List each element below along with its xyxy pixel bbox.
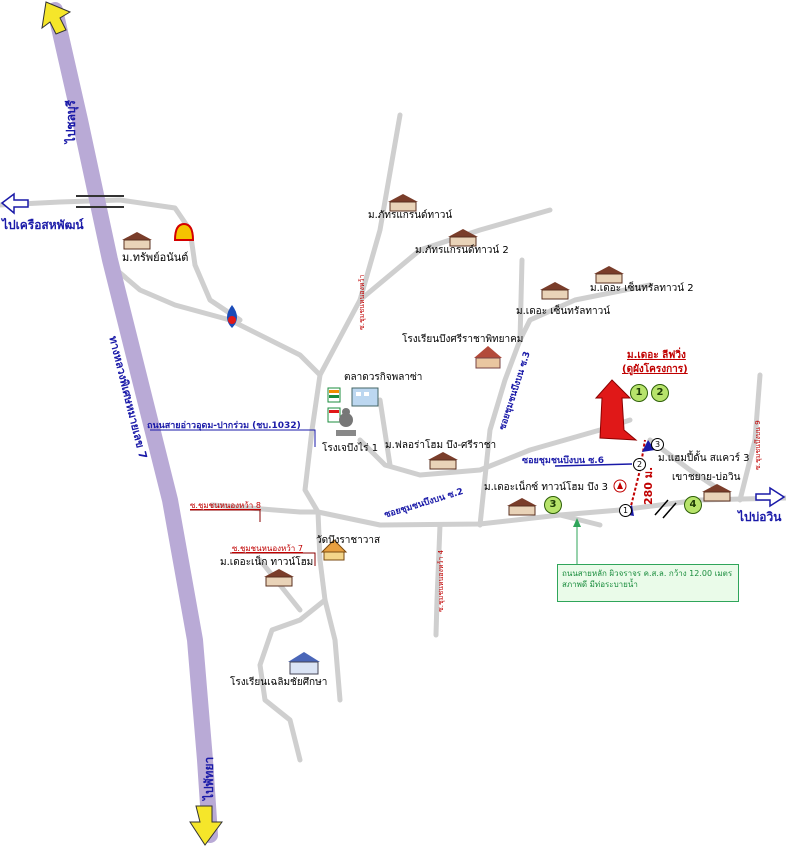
north-arrow-icon xyxy=(41,1,72,35)
marker-2: 2 xyxy=(651,384,669,402)
road-west-link xyxy=(0,197,243,323)
house-pattra2-icon xyxy=(448,229,478,247)
label-wat: วัดบึงราชาวาส xyxy=(316,535,381,546)
label-school-chalerm: โรงเรียนเฉลิมชัยศึกษา xyxy=(230,677,328,688)
marker-4: 4 xyxy=(684,496,702,514)
label-khaoyai: เขาชยาย-บ่อวิน xyxy=(672,472,741,483)
label-central: ม.เดอะ เซ็นทรัลทาวน์ xyxy=(516,306,611,317)
house-central-icon xyxy=(540,282,570,300)
nongwa8-pointer xyxy=(190,509,261,522)
road-chalerm xyxy=(257,597,328,763)
distance-label: 280 ม. xyxy=(642,466,655,505)
road-nw-label: ซ.ชุมชนหนองหว้า xyxy=(358,274,366,330)
road-soi9-label: ซ.ชุมชนบึงบน 9 xyxy=(754,420,762,470)
road-soi9 xyxy=(737,372,763,503)
marker-3: 3 xyxy=(544,496,562,514)
label-pattra2: ม.ภัทรแกรนด์ทาวน์ 2 xyxy=(415,245,509,256)
label-sermsuk: ม.แฮมปี้ดั้น สแควร์ 3 xyxy=(658,453,750,464)
house-next3-icon xyxy=(507,498,537,516)
highway-7 xyxy=(47,2,218,843)
house-nexttown-icon xyxy=(264,569,294,587)
road-sapnun xyxy=(102,257,323,378)
school-chalerm-icon xyxy=(288,652,320,675)
house-pattra1-icon xyxy=(388,194,418,212)
label-next-town: ม.เดอะเน็ก ทาวน์โฮม xyxy=(220,557,314,568)
label-market: ตลาดวรกิจพลาซ่า xyxy=(344,372,423,383)
road-nongwa8-label: ซ.ชุมชนหนองหว้า 8 xyxy=(190,501,261,510)
soi6-pointer xyxy=(554,463,633,467)
project-sub-label: (ดูผังโครงการ) xyxy=(622,364,688,375)
mainroad-pointer xyxy=(150,429,316,447)
road-south-link xyxy=(315,509,328,603)
label-central2: ม.เดอะ เซ็นทรัลทาวน์ 2 xyxy=(590,283,694,294)
label-sapnun: ม.ทรัพย์อนันต์ xyxy=(122,251,189,264)
project-name-label: ม.เดอะ ลีฟวิ่ง xyxy=(627,350,686,361)
road-chalerm-east xyxy=(322,597,343,703)
road-north-1 xyxy=(317,112,403,378)
label-flora: ม.ฟลอร่าโฮม บึง-ศรีราชา xyxy=(385,440,497,451)
road-soi4 xyxy=(433,522,443,638)
label-school-bb: โรงเรียนบึงศรีราชาพิทยาคม xyxy=(402,334,524,345)
gas-station-icon xyxy=(613,479,627,493)
road-note-box: ถนนสายหลัก ผิวจราจร ค.ส.ล. กว้าง 12.00 เ… xyxy=(557,564,739,602)
ptt-logo-icon xyxy=(227,305,237,328)
dest-west: ไปเครือสหพัฒน์ xyxy=(2,218,84,232)
house-central2-icon xyxy=(594,266,624,284)
road-soi3-north xyxy=(517,257,525,343)
note-pointer-head xyxy=(573,518,581,527)
road-nongwa7-label: ซ.ชุมชนหนองหว้า 7 xyxy=(232,544,303,553)
temple-icon xyxy=(320,539,348,561)
west-arrow-icon xyxy=(0,192,29,215)
road-nongwa8 xyxy=(209,502,321,515)
junction-3-icon xyxy=(642,440,655,452)
road-main-label: ถนนสายอ่าวอุดม-ปากร่วม (ชบ.1032) xyxy=(147,421,301,431)
house-khaoyai-icon xyxy=(702,484,732,502)
local-roads xyxy=(0,112,786,763)
road-east-link xyxy=(647,437,723,493)
dest-south: ไปพัทยา xyxy=(202,756,216,800)
road-soi4-label: ซ.ชุมชนหนองหว้า 4 xyxy=(437,549,445,612)
junction-1: 1 xyxy=(619,504,632,517)
junction-2: 2 xyxy=(633,458,646,471)
house-sapnun-icon xyxy=(122,232,152,250)
market-building-icon xyxy=(351,387,379,407)
house-flora-icon xyxy=(428,452,458,470)
overpass xyxy=(76,195,124,208)
label-next3: ม.เดอะเน็กซ์ ทาวน์โฮม บึง 3 xyxy=(484,482,609,493)
nongwa7-pointer xyxy=(230,552,316,566)
label-shrine: โรงเจบึงไร่ 1 xyxy=(322,443,379,454)
school-bb-icon xyxy=(474,346,502,369)
road-soi-a xyxy=(377,397,393,468)
seven-eleven-logo-icon xyxy=(327,387,341,423)
road-soi6-label: ซอยชุมชนบึงบน ซ.6 xyxy=(522,456,604,466)
shell-logo-icon xyxy=(173,222,195,241)
marker-1: 1 xyxy=(630,384,648,402)
south-arrow-icon xyxy=(189,805,223,846)
east-arrow-icon xyxy=(755,486,786,508)
junction-3: 3 xyxy=(651,438,664,451)
road-short xyxy=(557,512,603,528)
label-pattra1: ม.ภัทรแกรนด์ทาวน์ xyxy=(368,210,453,221)
buddha-statue-icon xyxy=(336,408,356,436)
project-arrow-icon xyxy=(594,379,638,441)
dest-north: ไปชลบุรี xyxy=(64,100,78,144)
dest-east: ไปบ่อวิน xyxy=(738,510,782,524)
rail-crossing-icon xyxy=(654,499,677,519)
